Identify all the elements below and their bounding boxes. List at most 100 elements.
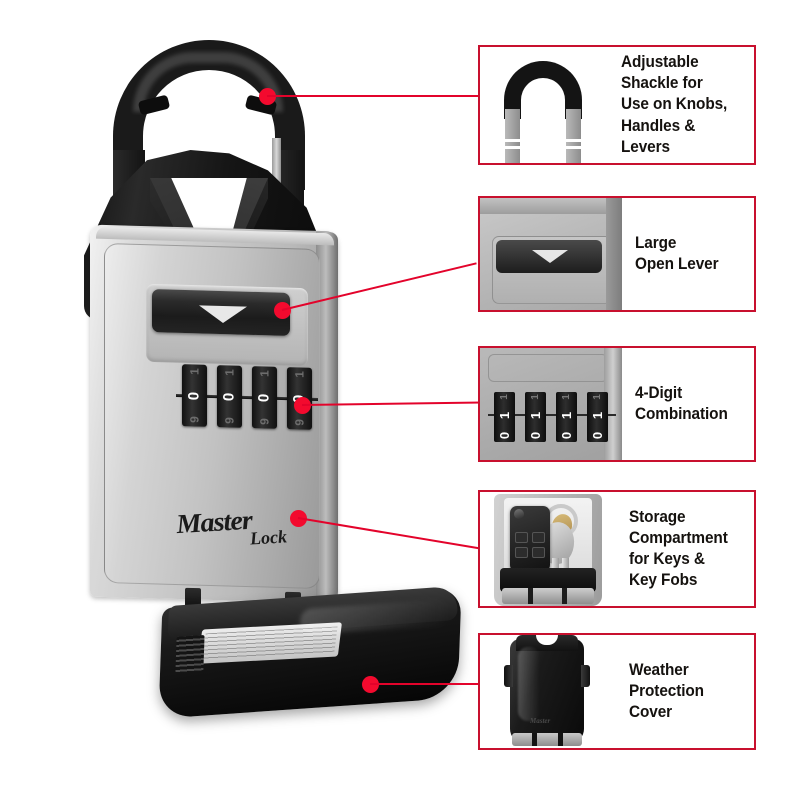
dial-2-digit-middle: 0 bbox=[221, 392, 238, 401]
thumb-storage-tabs bbox=[502, 588, 594, 604]
thumb-cover-logo: Master bbox=[530, 717, 551, 725]
callout-adjustable-shackle: Adjustable Shackle for Use on Knobs, Han… bbox=[478, 45, 756, 165]
thumb-shackle-leg-left bbox=[505, 109, 520, 163]
thumb-shackle-ratchet-l2 bbox=[504, 146, 520, 149]
thumb-cover-ear-left bbox=[504, 665, 513, 687]
thumb-dial-3-bottom: 0 bbox=[558, 431, 574, 440]
callout-text-adjustable-shackle: Adjustable Shackle for Use on Knobs, Han… bbox=[608, 47, 754, 163]
thumb-key-fob-logo bbox=[514, 509, 524, 519]
thumb-dial-2-bottom: 0 bbox=[527, 431, 543, 440]
thumb-cover-base-gap-1 bbox=[532, 733, 537, 746]
leader-shackle bbox=[267, 95, 479, 97]
callout-storage-compartment: Storage Compartment for Keys & Key Fobs bbox=[478, 490, 756, 608]
thumb-dial-2: 1 1 0 bbox=[525, 392, 546, 442]
thumb-cover-base bbox=[512, 733, 582, 746]
callout-weather-protection-cover: Master Weather Protection Cover bbox=[478, 633, 756, 750]
dial-1-digit-bottom: 9 bbox=[187, 415, 202, 424]
combination-dials[interactable]: 1 0 9 1 0 9 1 0 9 1 0 9 bbox=[182, 364, 312, 434]
callout-text-weather-protection-cover: Weather Protection Cover bbox=[616, 635, 754, 748]
shackle-thumbnail bbox=[480, 47, 608, 163]
thumb-cover-shackle-notch bbox=[536, 635, 558, 645]
callout-4-line-2: Compartment bbox=[629, 528, 728, 547]
storage-compartment-thumbnail bbox=[480, 492, 616, 606]
thumb-shackle-ratchet-r2 bbox=[566, 146, 582, 149]
thumb-dial-1: 1 1 0 bbox=[494, 392, 515, 442]
thumb-lever-top-band bbox=[480, 198, 622, 214]
thumb-dial-3-middle: 1 bbox=[558, 411, 574, 420]
thumb-dials-recess bbox=[488, 354, 608, 382]
dial-4-digit-top: 1 bbox=[292, 370, 307, 379]
combination-dials-thumbnail: 1 1 0 1 1 0 1 1 0 1 bbox=[480, 348, 622, 460]
callout-5-line-1: Weather bbox=[629, 660, 689, 679]
thumb-dial-1-bottom: 0 bbox=[496, 431, 512, 440]
callout-4-line-1: Storage bbox=[629, 507, 686, 526]
dial-3-digit-middle: 0 bbox=[256, 393, 273, 402]
thumb-dial-4-middle: 1 bbox=[589, 411, 605, 420]
callout-text-four-digit-combination: 4-Digit Combination bbox=[622, 348, 754, 460]
thumb-lever-side-edge bbox=[606, 198, 622, 310]
callout-text-large-open-lever: Large Open Lever bbox=[622, 198, 754, 310]
thumb-cover-base-gap-2 bbox=[558, 733, 563, 746]
lever-arrow-icon bbox=[199, 305, 247, 324]
thumb-dial-axle bbox=[488, 414, 616, 416]
thumb-dial-4: 1 1 0 bbox=[587, 392, 608, 442]
open-lever-thumbnail bbox=[480, 198, 622, 310]
thumb-dial-3-top: 1 bbox=[560, 394, 572, 400]
dial-1-digit-middle: 0 bbox=[186, 391, 203, 400]
dial-2[interactable]: 1 0 9 bbox=[217, 365, 242, 428]
thumb-dial-1-middle: 1 bbox=[496, 411, 512, 420]
main-product-image: 1 0 9 1 0 9 1 0 9 1 0 9 Master Lock bbox=[0, 0, 470, 790]
callout-1-line-1: Adjustable bbox=[621, 53, 699, 72]
callout-2-line-2: Open Lever bbox=[635, 255, 719, 273]
weather-cover-vents bbox=[175, 634, 205, 674]
thumb-cover-ear-right bbox=[581, 665, 590, 687]
callout-large-open-lever: Large Open Lever bbox=[478, 196, 756, 312]
dial-3-digit-top: 1 bbox=[257, 369, 272, 378]
dial-4-digit-bottom: 9 bbox=[292, 418, 307, 427]
thumb-dial-4-bottom: 0 bbox=[589, 431, 605, 440]
thumb-fob-button-trunk bbox=[515, 547, 528, 558]
thumb-dial-4-top: 1 bbox=[591, 394, 603, 400]
callout-1-line-2: Shackle for bbox=[621, 74, 703, 93]
weather-cover-thumbnail: Master bbox=[480, 635, 616, 748]
thumb-cover-body bbox=[510, 639, 584, 743]
dial-2-digit-top: 1 bbox=[222, 368, 237, 377]
thumb-shackle-notch bbox=[526, 87, 560, 97]
thumb-fob-button-panic bbox=[532, 547, 545, 558]
thumb-shackle-ratchet-l1 bbox=[504, 139, 520, 142]
callout-1-line-3: Use on Knobs, bbox=[621, 95, 728, 114]
callout-four-digit-combination: 1 1 0 1 1 0 1 1 0 1 bbox=[478, 346, 756, 462]
callout-4-line-3: for Keys & bbox=[629, 550, 705, 568]
dial-1[interactable]: 1 0 9 bbox=[182, 364, 207, 427]
leader-cover bbox=[370, 683, 482, 685]
shackle-ratchet-track bbox=[272, 138, 281, 210]
thumb-cover-highlight bbox=[518, 647, 540, 721]
callout-text-storage-compartment: Storage Compartment for Keys & Key Fobs bbox=[616, 492, 754, 606]
logo-master-text: Master bbox=[174, 504, 253, 540]
callout-5-line-3: Cover bbox=[629, 703, 673, 722]
thumb-shackle-leg-right bbox=[566, 109, 581, 163]
thumb-fob-button-unlock bbox=[515, 532, 528, 543]
thumb-lever-arrow-icon bbox=[532, 250, 568, 263]
logo-lock-text: Lock bbox=[249, 526, 288, 549]
thumb-dial-2-top: 1 bbox=[529, 394, 541, 400]
thumb-dials-side-edge bbox=[604, 348, 622, 460]
thumb-dial-3: 1 1 0 bbox=[556, 392, 577, 442]
callout-1-line-4: Handles & Levers bbox=[621, 116, 696, 156]
callout-2-line-1: Large bbox=[635, 233, 677, 252]
dial-1-digit-top: 1 bbox=[187, 367, 202, 376]
dial-2-digit-bottom: 9 bbox=[222, 416, 237, 425]
dial-3[interactable]: 1 0 9 bbox=[252, 366, 277, 429]
callout-3-line-1: 4-Digit bbox=[635, 383, 683, 402]
thumb-dials-group: 1 1 0 1 1 0 1 1 0 1 bbox=[494, 392, 614, 442]
thumb-storage-tab-gap-2 bbox=[562, 588, 567, 604]
callout-5-line-2: Protection bbox=[629, 681, 704, 700]
callout-4-line-4: Key Fobs bbox=[629, 571, 698, 590]
thumb-dial-1-top: 1 bbox=[498, 394, 510, 400]
thumb-fob-button-lock bbox=[532, 532, 545, 543]
thumb-shackle-ratchet-r1 bbox=[566, 139, 582, 142]
callout-3-line-2: Combination bbox=[635, 405, 728, 423]
thumb-dial-2-middle: 1 bbox=[527, 411, 543, 420]
thumb-storage-tab-gap-1 bbox=[528, 588, 533, 604]
